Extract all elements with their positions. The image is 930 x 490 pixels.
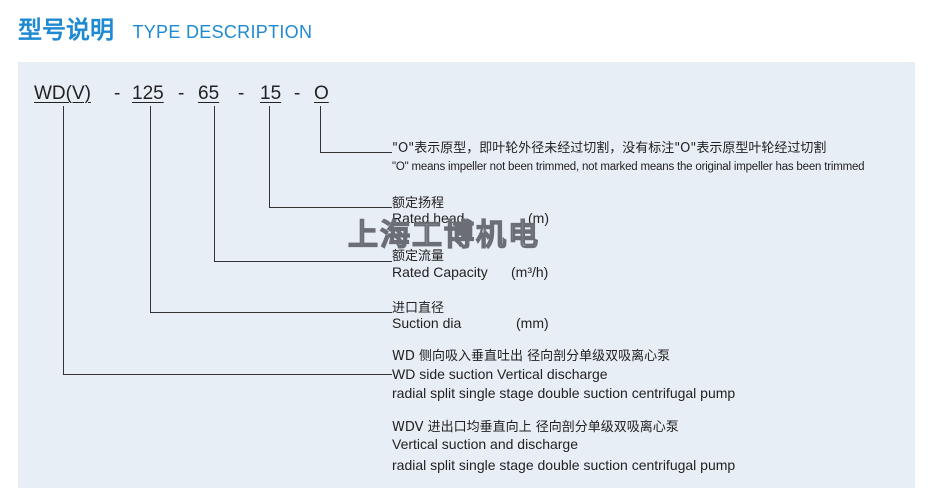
- type-description-panel: WD(V) - 125 - 65 - 15 - O "O"表示原型，即叶轮外径未…: [18, 62, 915, 488]
- head-label-cn: 额定扬程: [392, 196, 445, 211]
- code-capacity: 65: [198, 83, 220, 104]
- suction-label-cn: 进口直径: [392, 301, 445, 316]
- connector-head: [269, 106, 270, 207]
- connector-suction: [150, 312, 392, 313]
- wdv-desc-cn: WDV 进出口均垂直向上 径向剖分单级双吸离心泵: [392, 420, 679, 435]
- connector-capacity: [214, 106, 215, 261]
- connector-series: [63, 106, 64, 374]
- wdv-desc-en-1: Vertical suction and discharge: [392, 436, 578, 452]
- suction-label-en: Suction dia: [392, 315, 462, 331]
- heading-english: TYPE DESCRIPTION: [132, 22, 313, 42]
- connector-impeller: [320, 106, 321, 152]
- wd-desc-en-1: WD side suction Vertical discharge: [392, 366, 608, 382]
- suction-unit: (mm): [516, 315, 549, 331]
- connector-series: [63, 374, 392, 375]
- code-separator: -: [178, 83, 185, 104]
- code-suction: 125: [132, 83, 164, 104]
- code-impeller: O: [314, 83, 329, 104]
- page-heading: 型号说明 TYPE DESCRIPTION: [18, 10, 313, 44]
- capacity-label-cn: 额定流量: [392, 249, 445, 264]
- code-series: WD(V): [34, 83, 91, 104]
- wd-desc-en-2: radial split single stage double suction…: [392, 385, 736, 401]
- impeller-desc-cn: "O"表示原型，即叶轮外径未经过切割，没有标注"O"表示原型叶轮经过切割: [392, 141, 827, 156]
- wdv-desc-en-2: radial split single stage double suction…: [392, 457, 736, 473]
- wd-desc-cn: WD 侧向吸入垂直吐出 径向剖分单级双吸离心泵: [392, 349, 671, 364]
- code-separator: -: [114, 83, 121, 104]
- head-unit: (m): [528, 210, 549, 226]
- connector-capacity: [214, 261, 392, 262]
- capacity-label-en: Rated Capacity: [392, 264, 488, 280]
- connector-impeller: [320, 152, 392, 153]
- code-head: 15: [260, 83, 282, 104]
- code-separator: -: [238, 83, 245, 104]
- head-label-en: Rated head: [392, 210, 465, 226]
- connector-head: [269, 207, 392, 208]
- code-separator: -: [294, 83, 301, 104]
- impeller-desc-en: "O" means impeller not been trimmed, not…: [392, 161, 865, 173]
- connector-suction: [150, 106, 151, 312]
- capacity-unit: (m³/h): [511, 264, 549, 280]
- heading-chinese: 型号说明: [18, 16, 114, 44]
